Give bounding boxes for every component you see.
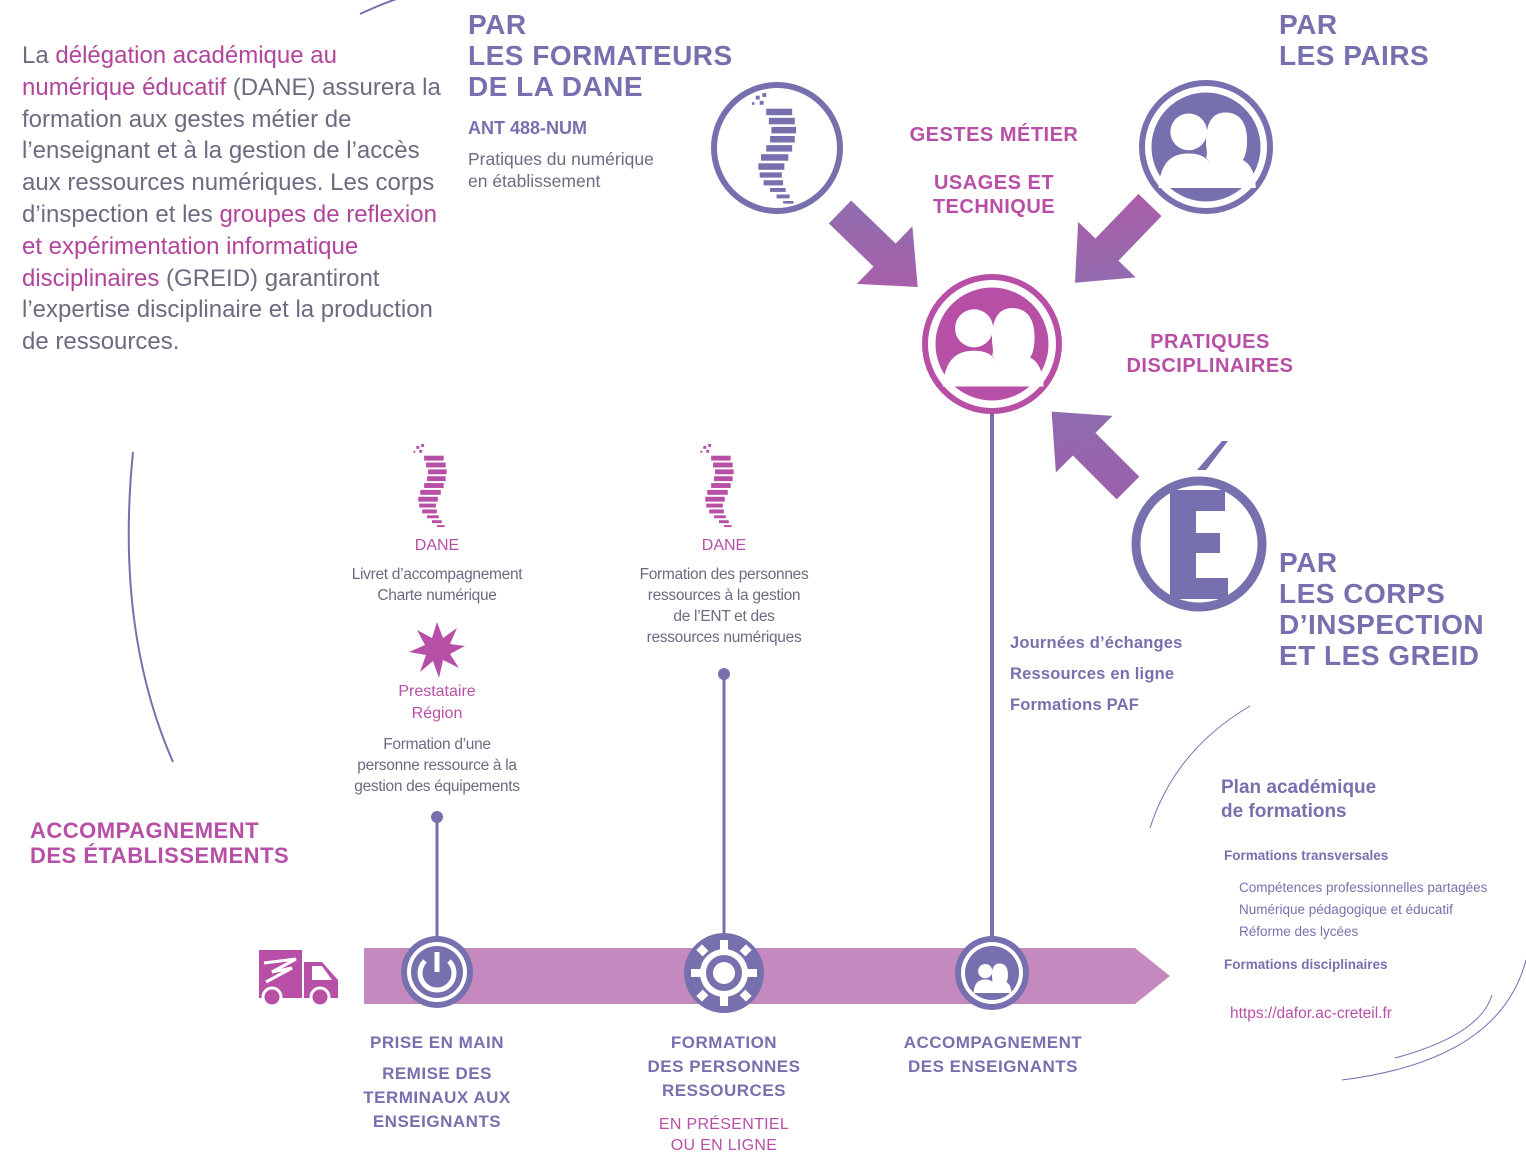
step-formation-sub: EN PRÉSENTIEL OU EN LIGNE bbox=[658, 1116, 790, 1154]
formateurs-heading: PAR LES FORMATEURS DE LA DANE bbox=[468, 9, 733, 102]
usages-label: USAGES ET TECHNIQUE bbox=[932, 172, 1056, 218]
step-prise-en-main-sub: REMISE DES TERMINAUX AUX ENSEIGNANTS bbox=[363, 1064, 511, 1131]
paf-url-link[interactable]: https://dafor.ac-creteil.fr bbox=[1230, 1005, 1392, 1022]
dane-mid-description: Formation des personnes ressources à la … bbox=[639, 566, 809, 646]
formateurs-code: ANT 488-NUM bbox=[468, 118, 588, 138]
intro-highlight-greid: groupes de reflexion et expérimentation … bbox=[22, 200, 437, 292]
paf-transversales: Formations transversales bbox=[1224, 848, 1389, 863]
paf-title: Plan académique de formations bbox=[1221, 777, 1377, 822]
pratiques-label: PRATIQUES DISCIPLINAIRES bbox=[1126, 331, 1294, 377]
formateurs-description: Pratiques du numérique en établissement bbox=[468, 149, 654, 191]
support-link-paf[interactable]: Formations PAF bbox=[1010, 696, 1139, 714]
dane-left-description: Livret d’accompagnement Charte numérique bbox=[351, 566, 523, 604]
intro-paragraph: La délégation académique au numérique éd… bbox=[22, 40, 442, 358]
gestes-metier-label: GESTES MÉTIER bbox=[909, 124, 1079, 146]
support-link-ressources[interactable]: Ressources en ligne bbox=[1010, 665, 1175, 683]
dane-mid-label: DANE bbox=[701, 537, 747, 554]
step-prise-en-main-title: PRISE EN MAIN bbox=[369, 1033, 505, 1052]
pairs-heading: PAR LES PAIRS bbox=[1279, 9, 1430, 71]
inspection-heading: PAR LES CORPS D’INSPECTION ET LES GREID bbox=[1279, 547, 1485, 671]
step-formation-title: FORMATION DES PERSONNES RESSOURCES bbox=[647, 1033, 801, 1100]
support-link-echanges[interactable]: Journées d’échanges bbox=[1010, 634, 1183, 652]
support-list: Journées d’échanges Ressources en ligne … bbox=[1010, 628, 1183, 721]
accompagnement-heading: ACCOMPAGNEMENT DES ÉTABLISSEMENTS bbox=[30, 818, 290, 868]
intro-text-1: La bbox=[22, 42, 56, 69]
step-accompagnement-title: ACCOMPAGNEMENT DES ENSEIGNANTS bbox=[903, 1033, 1083, 1076]
dane-left-label: DANE bbox=[414, 537, 460, 554]
prestataire-description: Formation d’une personne ressource à la … bbox=[354, 736, 520, 795]
intro-text-3: (GREID) garantiront l’expertise discipli… bbox=[22, 264, 433, 356]
intro-highlight-dane: délégation académique au numérique éduca… bbox=[22, 42, 337, 101]
prestataire-label: Prestataire Région bbox=[398, 683, 476, 722]
intro-text-2: (DANE) assurera la formation aux gestes … bbox=[22, 73, 441, 228]
paf-disciplinaires: Formations disciplinaires bbox=[1224, 957, 1388, 972]
paf-items: Compétences professionnelles partagées N… bbox=[1239, 880, 1488, 939]
